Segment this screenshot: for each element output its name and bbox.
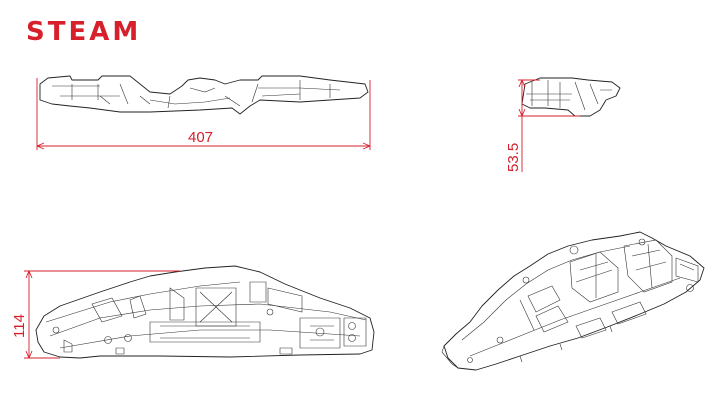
width-dimension: 53.5 (505, 79, 580, 172)
brand-name: STEAM (26, 17, 141, 47)
length-dimension: 407 (36, 78, 371, 150)
width-label: 53.5 (505, 143, 522, 172)
side-view (35, 265, 375, 359)
length-label: 407 (188, 129, 213, 146)
top-view (39, 75, 369, 115)
height-label: 114 (11, 314, 28, 338)
end-view (521, 77, 621, 117)
brand-logo: STEAM (26, 17, 141, 47)
isometric-view (441, 231, 705, 371)
height-dimension: 114 (11, 270, 180, 359)
